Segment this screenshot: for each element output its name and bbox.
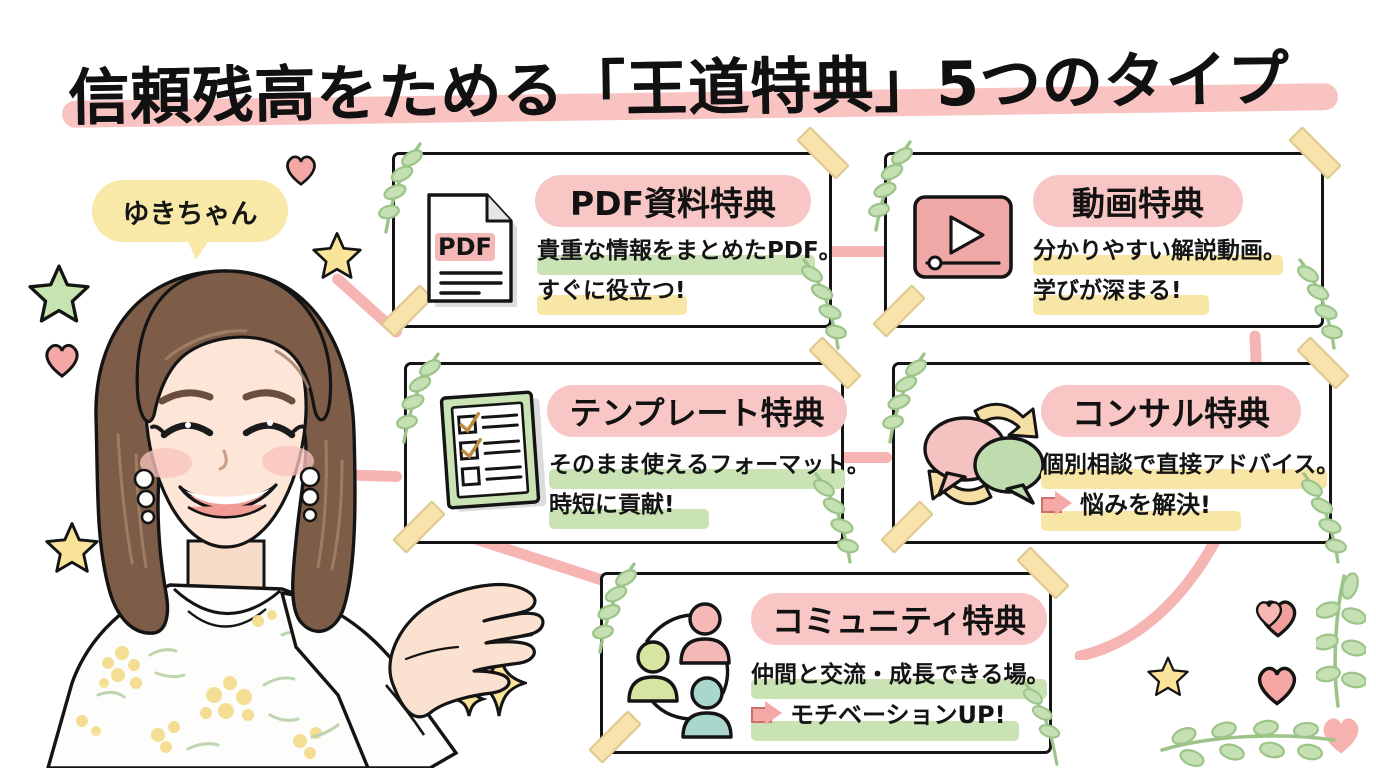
card-line-2: 時短に貢献!: [549, 492, 675, 518]
card-template[interactable]: テンプレート特典 そのまま使えるフォーマット。 時短に貢献!: [392, 336, 870, 554]
leaf-vine-icon: [1022, 682, 1061, 766]
title-text: 信頼残高をためる「王道特典」5つのタイプ: [67, 43, 1291, 134]
yellow-star-icon: [1147, 656, 1189, 697]
card-title-consult: コンサル特典: [1041, 385, 1301, 437]
card-line-2: 悩みを解決!: [1080, 491, 1211, 519]
washi-tape-icon: [796, 126, 850, 180]
leaf-vine-icon: [882, 352, 927, 444]
pdf-document-icon: PDF: [427, 193, 517, 307]
card-title-video: 動画特典: [1033, 175, 1243, 227]
yellow-star-icon: [312, 232, 362, 279]
highlight-bar: [549, 469, 845, 489]
name-badge: ゆきちゃん: [92, 180, 288, 242]
leaf-vine-icon: [1301, 472, 1347, 564]
leaf-vine-icon: [378, 142, 423, 234]
leaf-vine-icon: [592, 562, 637, 654]
highlight-bar: [1033, 295, 1209, 315]
video-play-icon: [913, 195, 1013, 279]
highlight-bar: [1041, 511, 1241, 531]
speech-bubbles-cycle-icon: [923, 402, 1045, 506]
card-title-template: テンプレート特典: [547, 385, 847, 437]
card-pdf[interactable]: PDF PDF資料特典 貴重な情報をまとめたPDF。 すぐに役立つ!: [380, 126, 850, 338]
card-line-2-row: モチベーションUP!: [751, 695, 1006, 730]
leaf-vine-icon: [801, 258, 847, 350]
highlight-bar: [1041, 469, 1327, 489]
card-consult[interactable]: コンサル特典 個別相談で直接アドバイス。 悩みを解決!: [880, 336, 1350, 554]
highlight-bar: [1033, 255, 1283, 275]
character-illustration: [46, 269, 545, 768]
pink-arrow-icon: [751, 700, 785, 725]
page-title: 信頼残高をためる「王道特典」5つのタイプ: [58, 24, 1348, 134]
card-line-2: 学びが深まる!: [1033, 278, 1182, 304]
pink-heart-icon: [1257, 666, 1297, 706]
highlight-bar: [549, 509, 709, 529]
leaf-vine-icon: [1297, 258, 1343, 350]
pink-heart-icon: [1255, 601, 1283, 628]
card-line-1: 貴重な情報をまとめたPDF。: [537, 238, 842, 264]
washi-tape-icon: [1288, 126, 1342, 180]
card-line-2: すぐに役立つ!: [537, 278, 686, 304]
people-circle-icon: [627, 602, 733, 739]
green-star-icon: [28, 264, 90, 323]
leaf-vine-icon: [396, 352, 441, 444]
leaf-vine-icon: [868, 140, 913, 232]
pink-arrow-icon: [1041, 490, 1075, 515]
pink-heart-icon: [286, 155, 316, 186]
card-line-2-row: 悩みを解決!: [1041, 485, 1211, 520]
washi-tape-icon: [872, 284, 926, 338]
connector-line-video: [828, 246, 892, 257]
yellow-star-icon: [45, 522, 99, 573]
card-video[interactable]: 動画特典 分かりやすい解説動画。 学びが深まる!: [872, 126, 1342, 338]
pdf-icon-label: PDF: [438, 233, 492, 261]
connector-line-consult: [832, 452, 892, 463]
leaf-vine-icon: [813, 472, 859, 564]
card-line-1: 仲間と交流・成長できる場。: [751, 662, 1050, 688]
highlight-bar: [751, 679, 1047, 699]
leaf-vine-icon: [1316, 572, 1366, 708]
card-title-community: コミュニティ特典: [751, 593, 1047, 645]
card-community[interactable]: コミュニティ特典 仲間と交流・成長できる場。 モチベーションUP!: [588, 546, 1070, 764]
pink-heart-icon: [1323, 718, 1359, 754]
highlight-bar: [537, 295, 687, 315]
highlight-bar: [537, 255, 815, 275]
card-line-2: モチベーションUP!: [790, 701, 1006, 729]
leaf-vine-icon: [1160, 719, 1336, 767]
card-line-1: 分かりやすい解説動画。: [1033, 238, 1286, 264]
pink-heart-icon: [45, 343, 79, 378]
card-line-1: 個別相談で直接アドバイス。: [1041, 452, 1340, 478]
highlight-bar: [751, 721, 1019, 741]
card-title-pdf: PDF資料特典: [535, 175, 811, 227]
checklist-clipboard-icon: [439, 390, 547, 512]
name-badge-label: ゆきちゃん: [122, 198, 258, 230]
